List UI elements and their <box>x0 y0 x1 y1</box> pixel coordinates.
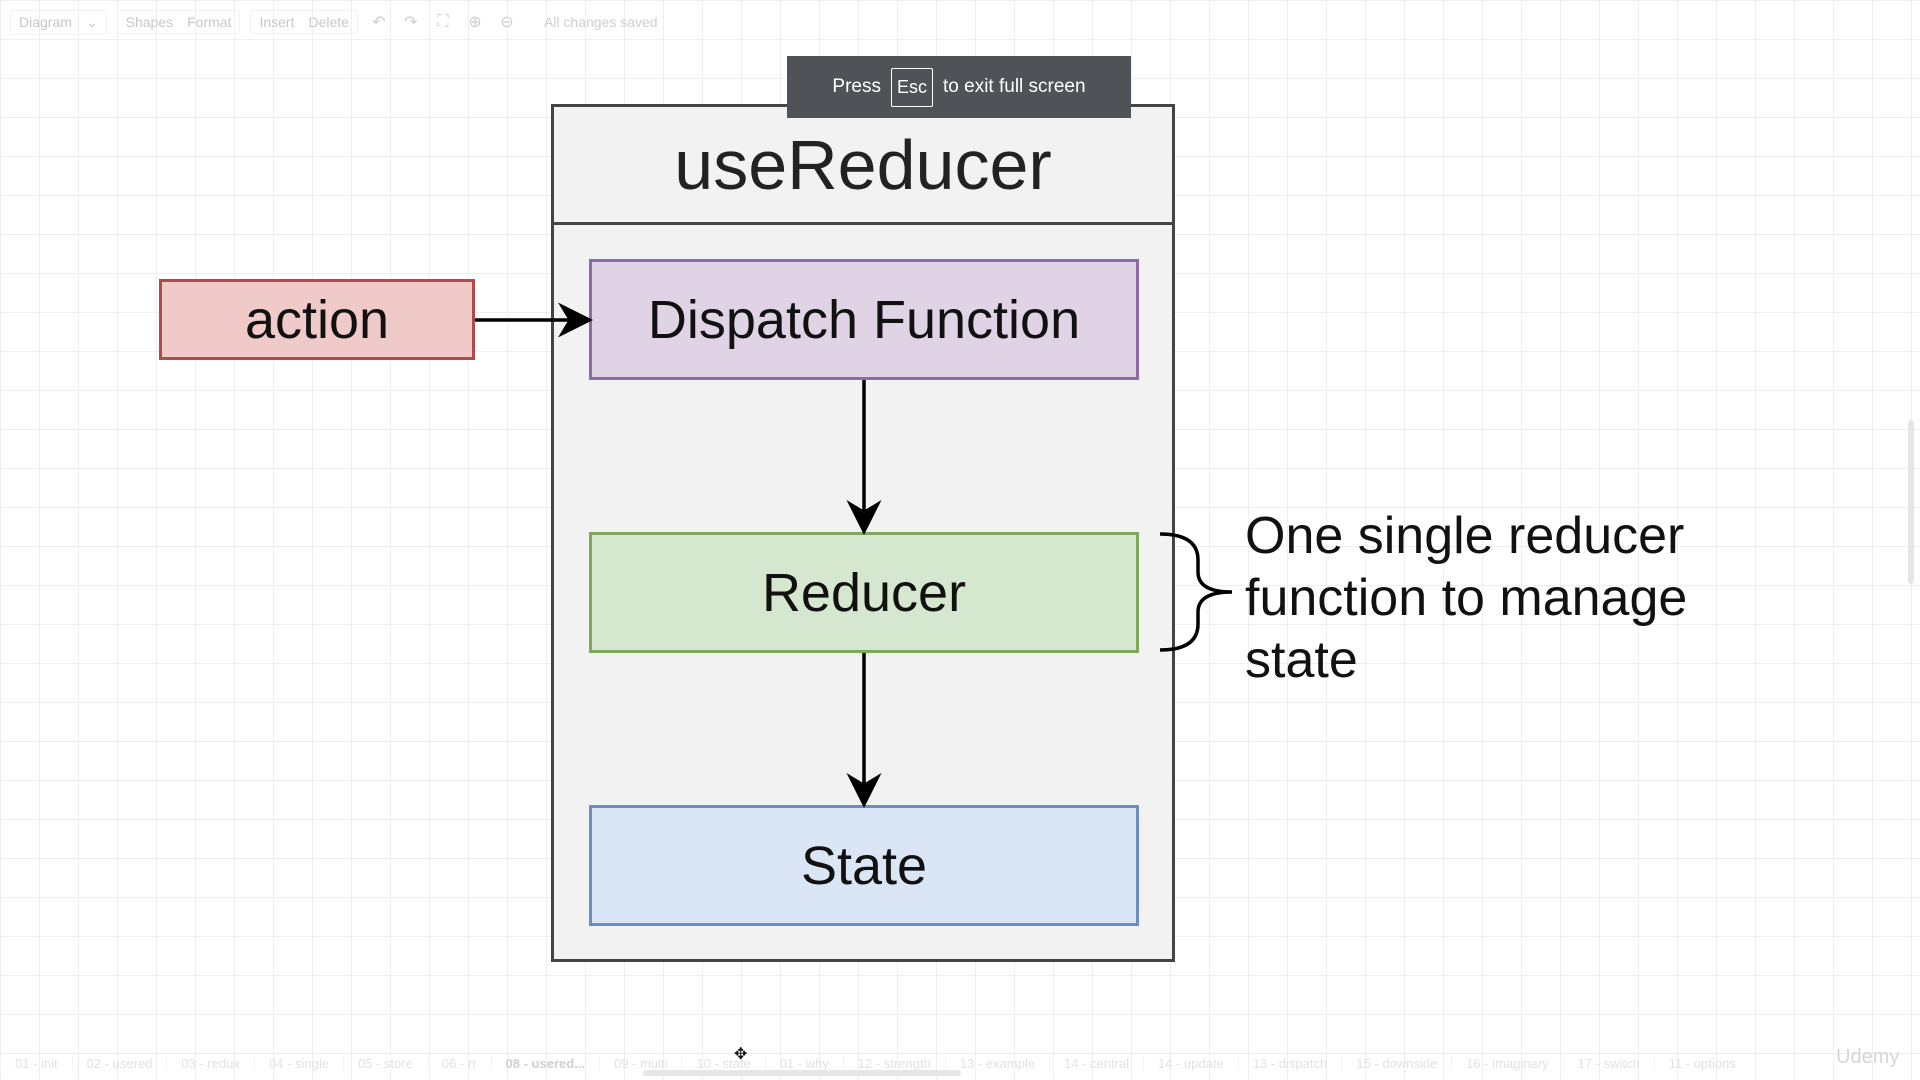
banner-exit-text: to exit full screen <box>943 76 1086 97</box>
page-tab[interactable]: 04 - single <box>253 1055 343 1071</box>
page-tab[interactable]: 09 - multi <box>599 1055 681 1071</box>
page-tab[interactable]: 02 - usered <box>71 1055 167 1071</box>
page-tab[interactable]: 15 - downside <box>1341 1055 1451 1071</box>
page-tab[interactable]: 14 - update <box>1143 1055 1238 1071</box>
zoom-in-icon[interactable]: ⊕ <box>468 14 482 31</box>
page-tab[interactable]: 17 - switch <box>1562 1055 1654 1071</box>
page-tab[interactable]: 11 - options <box>1653 1055 1750 1071</box>
diagram-menu[interactable]: Diagram ⌄ <box>10 9 107 35</box>
state-node[interactable]: State <box>589 805 1139 926</box>
udemy-watermark: Udemy <box>1836 1046 1900 1068</box>
banner-press-text: Press <box>832 76 881 97</box>
page-tab[interactable]: 01 - init <box>0 1055 72 1071</box>
page-tab[interactable]: 12 - strength <box>842 1055 945 1071</box>
page-tab[interactable]: 01 - why <box>764 1055 843 1071</box>
vertical-scrollbar[interactable] <box>1908 420 1914 584</box>
move-cursor-icon: ✥ <box>734 1046 748 1063</box>
fullscreen-icon[interactable]: ⛶ <box>437 13 449 30</box>
reducer-note[interactable]: One single reducer function to manage st… <box>1245 507 1688 689</box>
page-tab[interactable]: 05 - store <box>342 1055 427 1071</box>
page-tab[interactable]: 14 - central <box>1048 1055 1143 1071</box>
chevron-down-icon: ⌄ <box>85 13 98 30</box>
container-title: useReducer <box>554 107 1172 225</box>
format-button[interactable]: Format <box>187 14 232 30</box>
page-tab[interactable]: 03 - redux <box>166 1055 254 1071</box>
dispatch-function-node[interactable]: Dispatch Function <box>589 259 1139 380</box>
toolbar: Diagram ⌄ Shapes Format Insert Delete ↶ … <box>10 8 658 36</box>
redo-icon[interactable]: ↷ <box>404 14 418 31</box>
page-tab[interactable]: 10 - state <box>681 1055 764 1071</box>
page-tab[interactable]: 16 - imaginary <box>1451 1055 1562 1071</box>
page-tab[interactable]: 13 - example <box>944 1055 1049 1071</box>
shapes-button[interactable]: Shapes <box>125 14 174 30</box>
delete-button[interactable]: Delete <box>308 14 349 30</box>
page-tab[interactable]: 13 - dispatch <box>1237 1055 1341 1071</box>
save-status: All changes saved <box>543 14 658 30</box>
zoom-out-icon[interactable]: ⊖ <box>500 14 514 31</box>
page-tab[interactable]: 06 - rr <box>426 1055 491 1071</box>
page-tab[interactable]: 08 - usered... <box>490 1055 599 1071</box>
action-node[interactable]: action <box>159 279 475 360</box>
diagram-menu-label[interactable]: Diagram <box>19 14 72 30</box>
edit-group: Insert Delete <box>250 10 358 34</box>
reducer-node[interactable]: Reducer <box>589 532 1139 653</box>
fullscreen-banner: Press Esc to exit full screen <box>787 56 1131 118</box>
panel-toggle-group: Shapes Format <box>116 10 241 34</box>
undo-icon[interactable]: ↶ <box>372 14 386 31</box>
esc-key: Esc <box>890 67 933 107</box>
insert-button[interactable]: Insert <box>259 14 295 30</box>
horizontal-scrollbar[interactable] <box>643 1070 961 1076</box>
